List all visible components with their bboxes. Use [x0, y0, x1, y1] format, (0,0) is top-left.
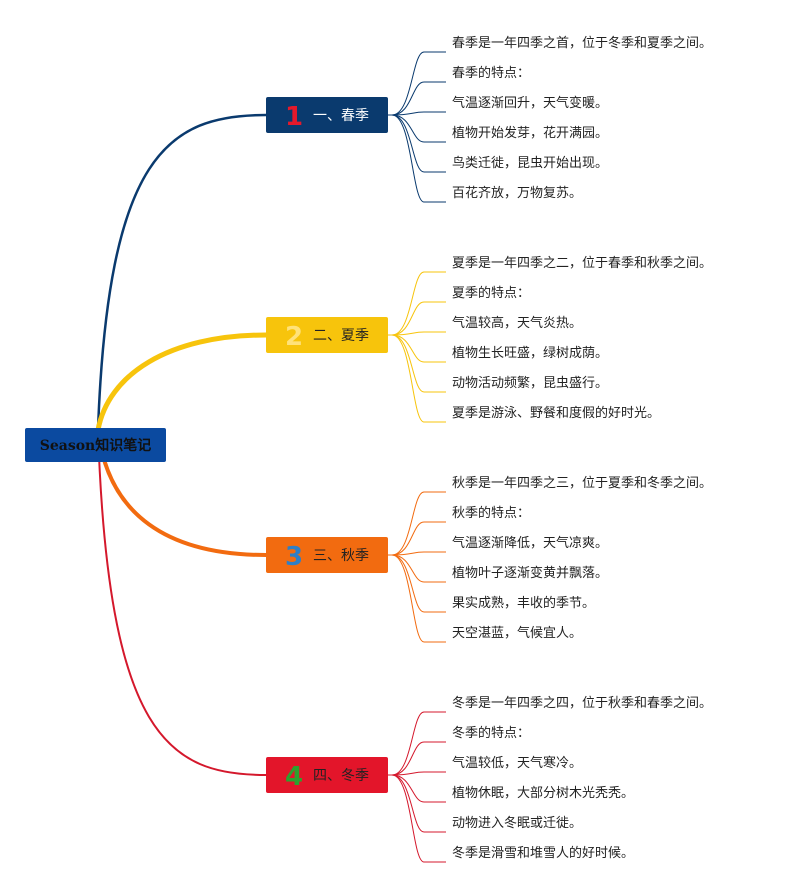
leaf-node-text[interactable]: 夏季是一年四季之二，位于春季和秋季之间。 [452, 256, 712, 271]
leaf-connector [388, 554, 446, 583]
leaf-node-text[interactable]: 植物休眠，大部分树木光秃秃。 [452, 786, 634, 801]
leaf-node-text[interactable]: 天空湛蓝，气候宜人。 [452, 625, 582, 641]
branch-node-box [266, 97, 388, 133]
leaf-node-text[interactable]: 秋季的特点： [452, 505, 530, 521]
leaf-connector [388, 334, 446, 393]
branch-title: 四、冬季 [313, 768, 369, 784]
branch-number: 3 [285, 542, 303, 572]
root-node-label: Season知识笔记 [40, 437, 152, 454]
branch-title: 三、秋季 [313, 548, 369, 564]
branch-node-box [266, 317, 388, 353]
leaf-node-text[interactable]: 夏季是游泳、野餐和度假的好时光。 [452, 405, 660, 421]
branch-title: 一、春季 [313, 108, 369, 124]
leaf-node-text[interactable]: 果实成熟，丰收的季节。 [452, 595, 595, 611]
branch-node-box [266, 537, 388, 573]
leaf-node-text[interactable]: 气温较高，天气炎热。 [452, 315, 582, 331]
leaf-node-text[interactable]: 冬季是滑雪和堆雪人的好时候。 [452, 845, 634, 861]
leaf-connector [388, 114, 446, 143]
leaf-connector [388, 554, 446, 643]
branch-node-box [266, 757, 388, 793]
branch-node-winter[interactable]: 4 四、冬季 [266, 757, 388, 793]
leaf-node-text[interactable]: 秋季是一年四季之三，位于夏季和冬季之间。 [452, 475, 712, 491]
leaf-node-text[interactable]: 冬季是一年四季之四，位于秋季和春季之间。 [452, 695, 712, 711]
leaf-node-text[interactable]: 夏季的特点： [452, 285, 530, 301]
leaf-node-text[interactable]: 植物开始发芽，花开满园。 [452, 125, 608, 141]
leaf-node-text[interactable]: 动物活动频繁，昆虫盛行。 [452, 375, 608, 391]
branch-nodes: 1 一、春季 2 二、夏季 3 三、秋季 4 四、冬季 [266, 97, 388, 793]
leaf-connector [388, 711, 446, 776]
leaf-connector [388, 774, 446, 803]
leaf-node-text[interactable]: 动物进入冬眠或迁徙。 [452, 815, 582, 831]
leaf-node-text[interactable]: 气温逐渐降低，天气凉爽。 [452, 535, 608, 551]
leaf-connector [388, 741, 446, 776]
leaf-connector [388, 334, 446, 423]
leaf-node-text[interactable]: 植物叶子逐渐变黄并飘落。 [452, 565, 608, 581]
root-node-box [25, 428, 166, 462]
branch-number: 2 [285, 322, 303, 352]
branch-connector-winter [97, 429, 267, 776]
leaf-connector [388, 774, 446, 863]
leaf-connector [388, 51, 446, 116]
connector-lines [95, 51, 446, 863]
branch-title: 二、夏季 [313, 328, 369, 344]
leaf-node-text[interactable]: 植物生长旺盛，绿树成荫。 [452, 346, 608, 361]
leaf-connector [388, 554, 446, 613]
leaf-node-text[interactable]: 气温逐渐回升，天气变暖。 [452, 95, 608, 111]
leaf-connector [388, 301, 446, 336]
branch-number: 1 [285, 102, 303, 132]
leaf-connector [388, 114, 446, 173]
branch-node-autumn[interactable]: 3 三、秋季 [266, 537, 388, 573]
branch-connector-spring [96, 113, 268, 432]
branch-node-spring[interactable]: 1 一、春季 [266, 97, 388, 133]
root-node[interactable]: Season知识笔记 [25, 428, 166, 462]
leaf-connector [388, 774, 446, 833]
leaf-connector [388, 521, 446, 556]
leaf-node-text[interactable]: 春季的特点： [452, 65, 530, 81]
leaf-connector [388, 271, 446, 336]
leaf-connector [388, 491, 446, 556]
leaf-node-text[interactable]: 气温较低，天气寒冷。 [452, 755, 582, 771]
leaf-connector [388, 81, 446, 116]
leaf-node-text[interactable]: 春季是一年四季之首，位于冬季和夏季之间。 [452, 35, 712, 51]
leaf-connector [388, 334, 446, 363]
leaf-connector [388, 114, 446, 203]
leaf-node-text[interactable]: 鸟类迁徙，昆虫开始出现。 [452, 155, 608, 171]
branch-connector-summer [95, 332, 269, 433]
branch-node-summer[interactable]: 2 二、夏季 [266, 317, 388, 353]
leaf-node-text[interactable]: 百花齐放，万物复苏。 [452, 185, 582, 201]
branch-number: 4 [285, 762, 303, 792]
leaf-nodes: 春季是一年四季之首，位于冬季和夏季之间。春季的特点：气温逐渐回升，天气变暖。植物… [452, 35, 712, 861]
leaf-node-text[interactable]: 冬季的特点： [452, 725, 530, 741]
